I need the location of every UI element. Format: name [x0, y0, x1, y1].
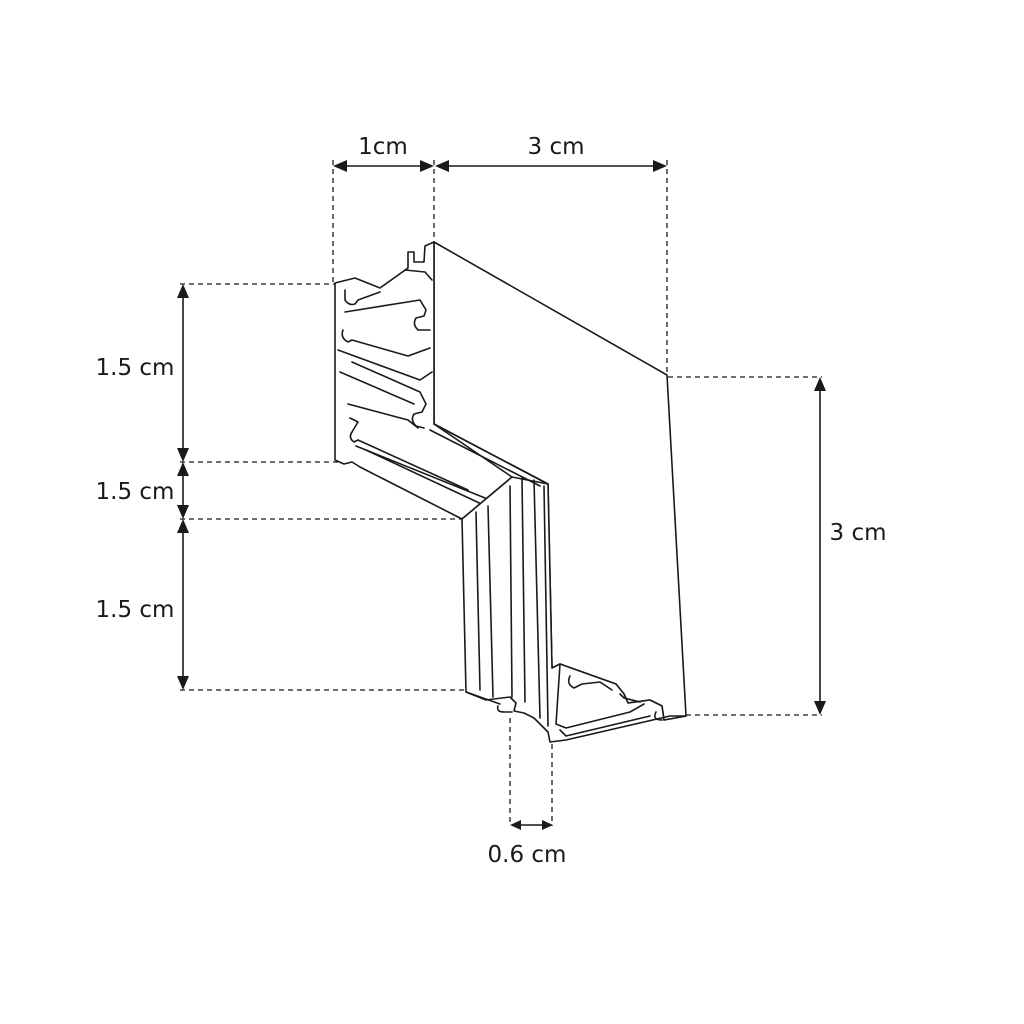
- dim-top-left-width: 1cm: [358, 134, 408, 160]
- extension-lines: [180, 160, 822, 826]
- l-profile-drawing: [334, 241, 687, 743]
- dim-left-middle-height: 1.5 cm: [96, 479, 175, 505]
- dim-left-upper-height: 1.5 cm: [96, 355, 175, 381]
- profile-channel-walls: [461, 476, 687, 743]
- dim-left-lower-height: 1.5 cm: [96, 597, 175, 623]
- dim-right-height: 3 cm: [830, 520, 887, 546]
- dim-top-right-width: 3 cm: [528, 134, 585, 160]
- dimension-lines: [177, 160, 826, 830]
- dimension-labels: 1cm 3 cm 1.5 cm 1.5 cm 1.5 cm 3 cm 0.6 c…: [96, 134, 887, 868]
- dim-bottom-width: 0.6 cm: [488, 842, 567, 868]
